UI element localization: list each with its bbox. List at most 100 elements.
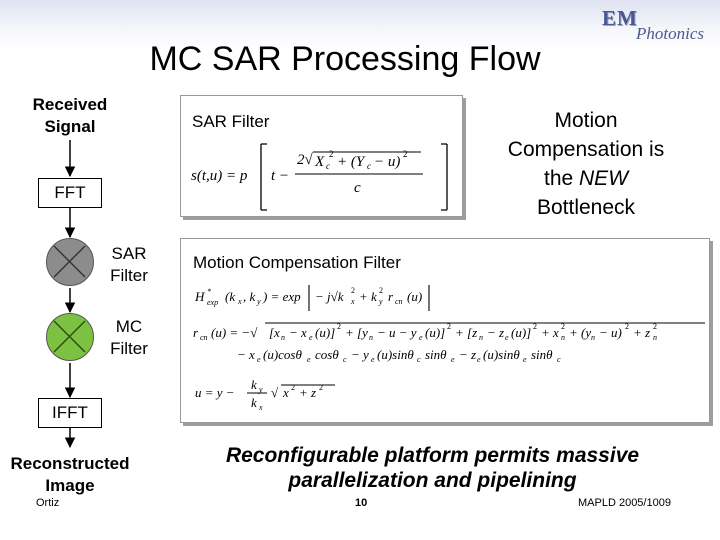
mc-filter-node-label: MC Filter	[110, 317, 148, 358]
svg-text:− u): − u)	[599, 325, 622, 340]
fft-box: FFT	[38, 178, 102, 208]
svg-text:2: 2	[533, 322, 537, 331]
svg-text:+ z: + z	[633, 325, 650, 340]
svg-text:− u): − u)	[374, 154, 400, 170]
svg-text:u = y −: u = y −	[195, 385, 235, 400]
svg-text:+ [z: + [z	[455, 325, 477, 340]
reconfigurable-platform-note: Reconfigurable platform permits massive …	[225, 444, 640, 492]
svg-text:x: x	[282, 385, 289, 400]
svg-text:− y: − y	[351, 347, 369, 362]
svg-text:2: 2	[291, 383, 295, 392]
mc-filter-node	[46, 313, 94, 361]
svg-text:x: x	[350, 297, 355, 306]
footer-page-number: 10	[355, 497, 368, 509]
svg-text:+ k: + k	[359, 289, 377, 304]
cross-icon	[53, 245, 86, 278]
svg-text:2√: 2√	[297, 152, 314, 168]
svg-text:(k: (k	[225, 289, 235, 304]
svg-text:2: 2	[319, 383, 323, 392]
motion-compensation-note: Motion Compensation is the NEW Bottlenec…	[497, 106, 675, 222]
sar-filter-node	[46, 238, 94, 286]
svg-text:n: n	[591, 333, 595, 342]
svg-text:√: √	[271, 385, 279, 400]
svg-text:− x: − x	[289, 325, 307, 340]
svg-text:2: 2	[329, 149, 334, 159]
svg-text:) = exp: ) = exp	[262, 289, 301, 304]
svg-text:e: e	[477, 355, 481, 364]
svg-text:+ [y: + [y	[345, 325, 368, 340]
svg-text:(u)sinθ: (u)sinθ	[377, 347, 414, 362]
reconstructed-image-label: Reconstructed Image	[10, 454, 130, 495]
motion-note-suffix: Bottleneck	[536, 196, 636, 219]
logo-em: EM	[602, 6, 638, 30]
svg-text:2: 2	[337, 322, 341, 331]
svg-text:c: c	[343, 355, 347, 364]
mc-filter-panel-label: Motion Compensation Filter	[193, 253, 401, 272]
sar-filter-node-label: SAR Filter	[110, 244, 148, 285]
svg-text:H: H	[194, 289, 205, 304]
svg-text:2: 2	[625, 322, 629, 331]
svg-text:cn: cn	[395, 297, 403, 306]
svg-text:(u)cosθ: (u)cosθ	[263, 347, 302, 362]
svg-text:c: c	[354, 180, 361, 196]
svg-text:y: y	[258, 385, 263, 394]
svg-text:k: k	[251, 395, 257, 410]
motion-note-prefix: Motion Compensation is the	[507, 109, 665, 190]
svg-text:+ x: + x	[541, 325, 559, 340]
svg-text:s(t,u) = p: s(t,u) = p	[191, 168, 248, 184]
svg-text:2: 2	[351, 286, 355, 295]
svg-text:y: y	[256, 297, 261, 306]
svg-text:e: e	[371, 355, 375, 364]
em-photonics-logo: EM Photonics	[598, 4, 716, 44]
received-signal-label: Received Signal	[32, 95, 108, 136]
footer-event: MAPLD 2005/1009	[578, 497, 671, 509]
svg-text:c: c	[367, 161, 371, 171]
svg-text:[x: [x	[269, 325, 280, 340]
svg-text:(u)]: (u)]	[315, 325, 335, 340]
svg-text:− u − y: − u − y	[377, 325, 417, 340]
svg-text:x: x	[237, 297, 242, 306]
svg-text:c: c	[326, 161, 330, 171]
svg-text:n: n	[561, 333, 565, 342]
svg-text:− x: − x	[237, 347, 255, 362]
svg-text:r: r	[193, 325, 199, 340]
svg-text:X: X	[314, 154, 325, 170]
svg-text:(u)]: (u)]	[425, 325, 445, 340]
ifft-label: IFFT	[52, 403, 88, 422]
svg-text:2: 2	[379, 286, 383, 295]
svg-text:2: 2	[447, 322, 451, 331]
svg-text:*: *	[207, 287, 211, 296]
svg-text:(u): (u)	[407, 289, 422, 304]
svg-text:cosθ: cosθ	[315, 347, 339, 362]
svg-text:− z: − z	[487, 325, 504, 340]
svg-text:+ (y: + (y	[569, 325, 591, 340]
svg-text:, k: , k	[243, 289, 256, 304]
sar-filter-panel-label: SAR Filter	[192, 112, 270, 131]
svg-text:c: c	[557, 355, 561, 364]
svg-text:exp: exp	[207, 298, 218, 307]
svg-text:n: n	[369, 333, 373, 342]
slide-title: MC SAR Processing Flow	[149, 40, 541, 78]
svg-text:r: r	[388, 289, 394, 304]
svg-text:2: 2	[653, 322, 657, 331]
logo-photonics: Photonics	[636, 24, 704, 43]
svg-text:sinθ: sinθ	[531, 347, 553, 362]
svg-text:e: e	[309, 333, 313, 342]
svg-text:e: e	[505, 333, 509, 342]
svg-text:e: e	[451, 355, 455, 364]
motion-note-emphasis: NEW	[579, 167, 629, 190]
fft-label: FFT	[54, 183, 86, 202]
svg-text:e: e	[419, 333, 423, 342]
svg-text:e: e	[307, 355, 311, 364]
svg-text:2: 2	[561, 322, 565, 331]
svg-text:− z: − z	[459, 347, 476, 362]
svg-text:x: x	[258, 403, 263, 412]
svg-text:(u) = −√: (u) = −√	[211, 325, 258, 340]
footer-author: Ortiz	[36, 497, 60, 509]
cross-icon	[53, 320, 86, 353]
